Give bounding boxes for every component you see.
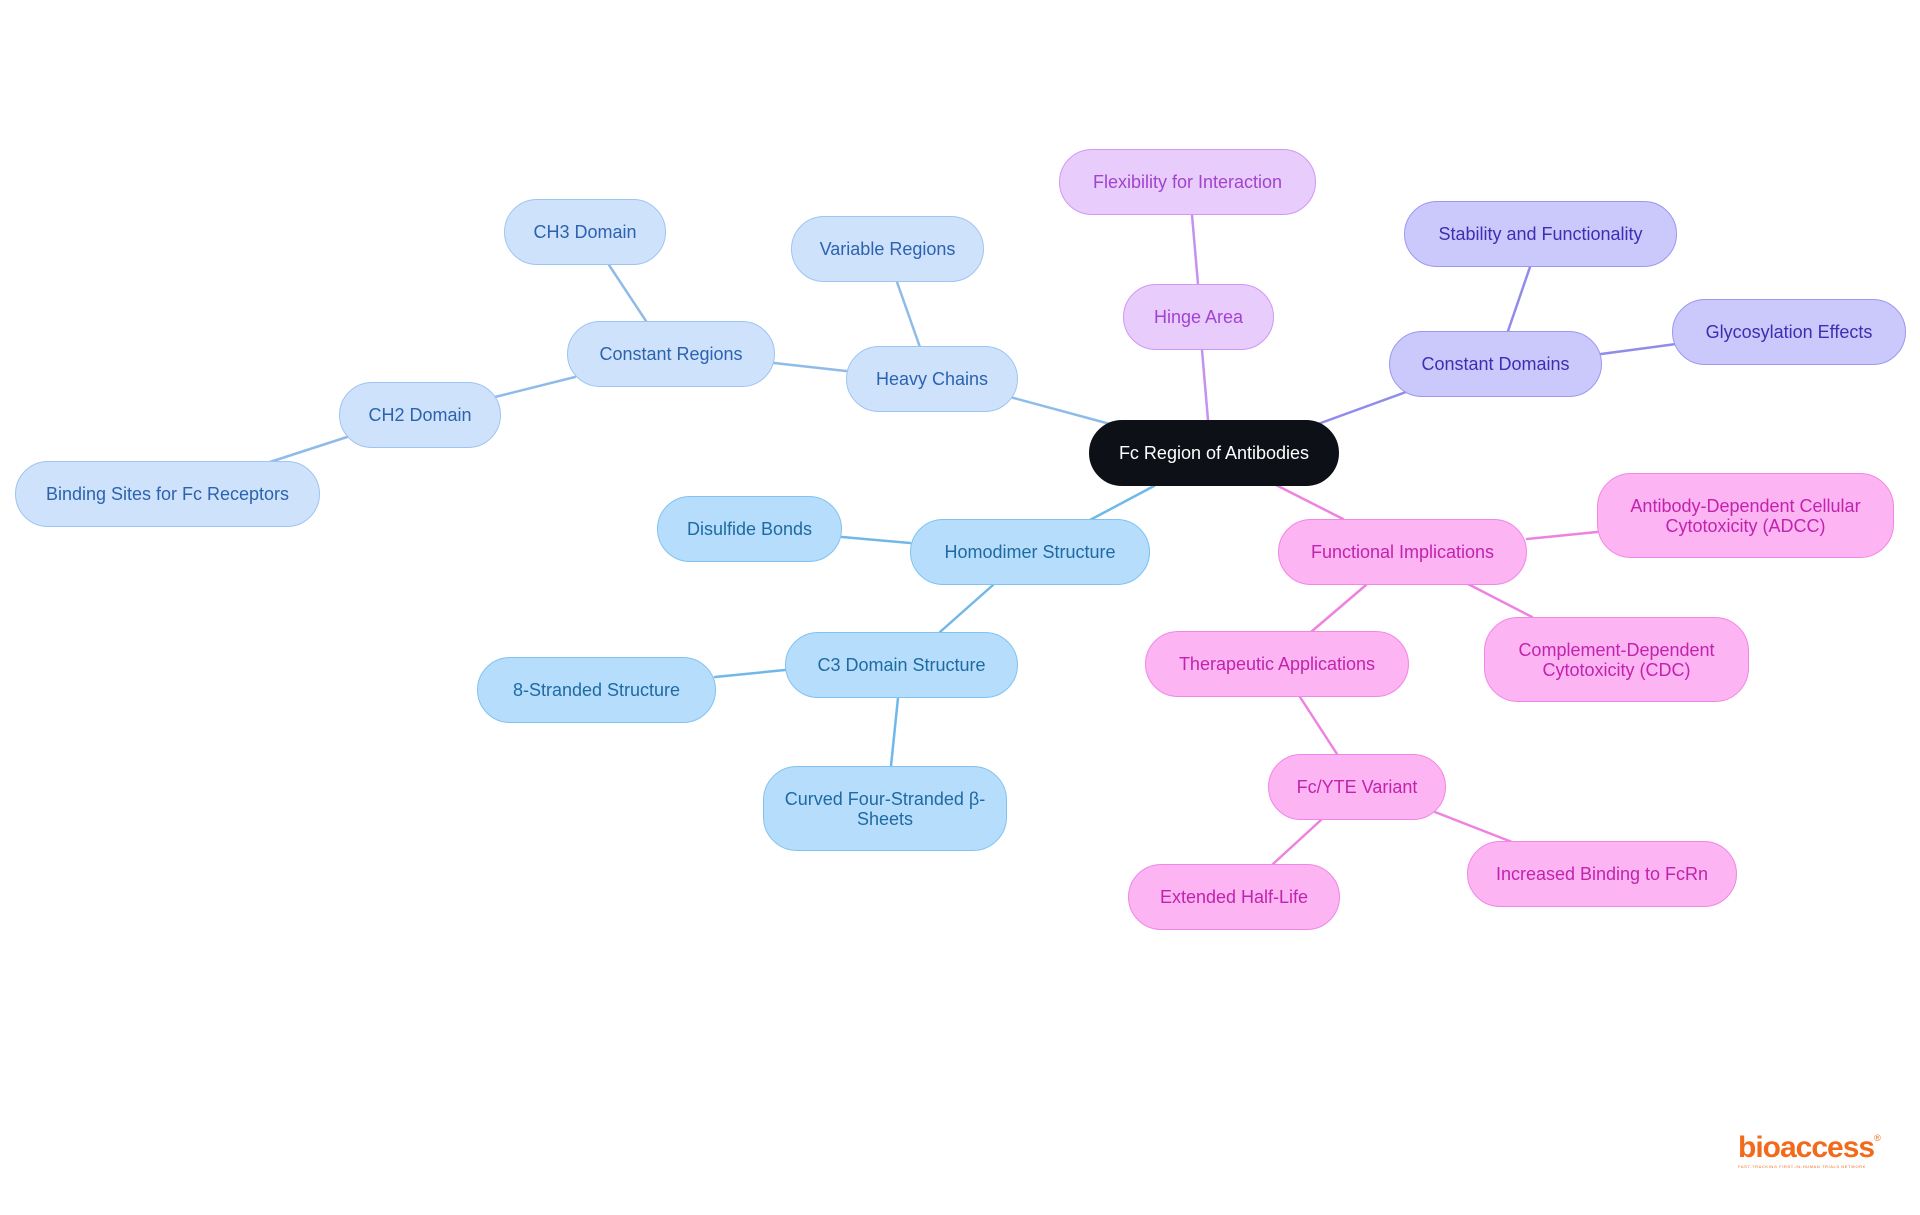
node-c3-domain-structure[interactable]: C3 Domain Structure bbox=[785, 632, 1018, 698]
connector-line bbox=[1525, 530, 1599, 541]
connector-line bbox=[1298, 695, 1339, 756]
node-constant-domains[interactable]: Constant Domains bbox=[1389, 331, 1602, 397]
node-flexibility-for-interaction[interactable]: Flexibility for Interaction bbox=[1059, 149, 1316, 215]
connector-line bbox=[1190, 213, 1200, 286]
node-binding-sites-fc-receptors[interactable]: Binding Sites for Fc Receptors bbox=[15, 461, 320, 527]
connector-line bbox=[713, 668, 787, 679]
connector-line bbox=[1316, 390, 1408, 426]
node-functional-implications[interactable]: Functional Implications bbox=[1278, 519, 1527, 585]
node-heavy-chains[interactable]: Heavy Chains bbox=[846, 346, 1018, 412]
node-extended-half-life[interactable]: Extended Half-Life bbox=[1128, 864, 1340, 930]
node-fc-yte-variant[interactable]: Fc/YTE Variant bbox=[1268, 754, 1446, 820]
connector-line bbox=[268, 435, 349, 464]
connector-line bbox=[938, 583, 995, 634]
connector-line bbox=[889, 696, 900, 768]
connector-line bbox=[772, 361, 848, 373]
connector-line bbox=[1271, 818, 1323, 866]
connector-line bbox=[1599, 342, 1678, 356]
connector-line bbox=[1008, 395, 1112, 426]
node-ch3-domain[interactable]: CH3 Domain bbox=[504, 199, 666, 265]
connector-line bbox=[1433, 810, 1519, 846]
node-ch2-domain[interactable]: CH2 Domain bbox=[339, 382, 501, 448]
connector-line bbox=[1088, 484, 1156, 522]
node-therapeutic-applications[interactable]: Therapeutic Applications bbox=[1145, 631, 1409, 697]
node-variable-regions[interactable]: Variable Regions bbox=[791, 216, 984, 282]
bioaccess-logo: bioaccess® FAST-TRACKING FIRST-IN-HUMAN … bbox=[1738, 1131, 1881, 1173]
connector-line bbox=[493, 375, 577, 399]
connector-line bbox=[1466, 582, 1534, 619]
node-cdc[interactable]: Complement-Dependent Cytotoxicity (CDC) bbox=[1484, 617, 1749, 702]
node-adcc[interactable]: Antibody-Dependent Cellular Cytotoxicity… bbox=[1597, 473, 1894, 558]
node-glycosylation-effects[interactable]: Glycosylation Effects bbox=[1672, 299, 1906, 365]
connector-line bbox=[1506, 265, 1532, 333]
node-stability-and-functionality[interactable]: Stability and Functionality bbox=[1404, 201, 1677, 267]
node-8-stranded-structure[interactable]: 8-Stranded Structure bbox=[477, 657, 716, 723]
connector-line bbox=[895, 280, 924, 355]
node-increased-binding-fcrn[interactable]: Increased Binding to FcRn bbox=[1467, 841, 1737, 907]
root-node[interactable]: Fc Region of Antibodies bbox=[1089, 420, 1339, 486]
connector-line bbox=[1309, 583, 1368, 634]
logo-registered-mark: ® bbox=[1874, 1133, 1881, 1143]
connector-line bbox=[607, 263, 648, 323]
connector-line bbox=[1200, 348, 1210, 422]
node-homodimer-structure[interactable]: Homodimer Structure bbox=[910, 519, 1150, 585]
connector-line bbox=[1274, 483, 1345, 521]
connector-line bbox=[840, 535, 912, 545]
logo-tagline: FAST-TRACKING FIRST-IN-HUMAN TRIALS NETW… bbox=[1738, 1164, 1866, 1169]
node-disulfide-bonds[interactable]: Disulfide Bonds bbox=[657, 496, 842, 562]
node-curved-four-stranded-sheets[interactable]: Curved Four-Stranded β-Sheets bbox=[763, 766, 1007, 851]
node-constant-regions[interactable]: Constant Regions bbox=[567, 321, 775, 387]
logo-wordmark: bioaccess bbox=[1738, 1131, 1875, 1164]
node-hinge-area[interactable]: Hinge Area bbox=[1123, 284, 1274, 350]
